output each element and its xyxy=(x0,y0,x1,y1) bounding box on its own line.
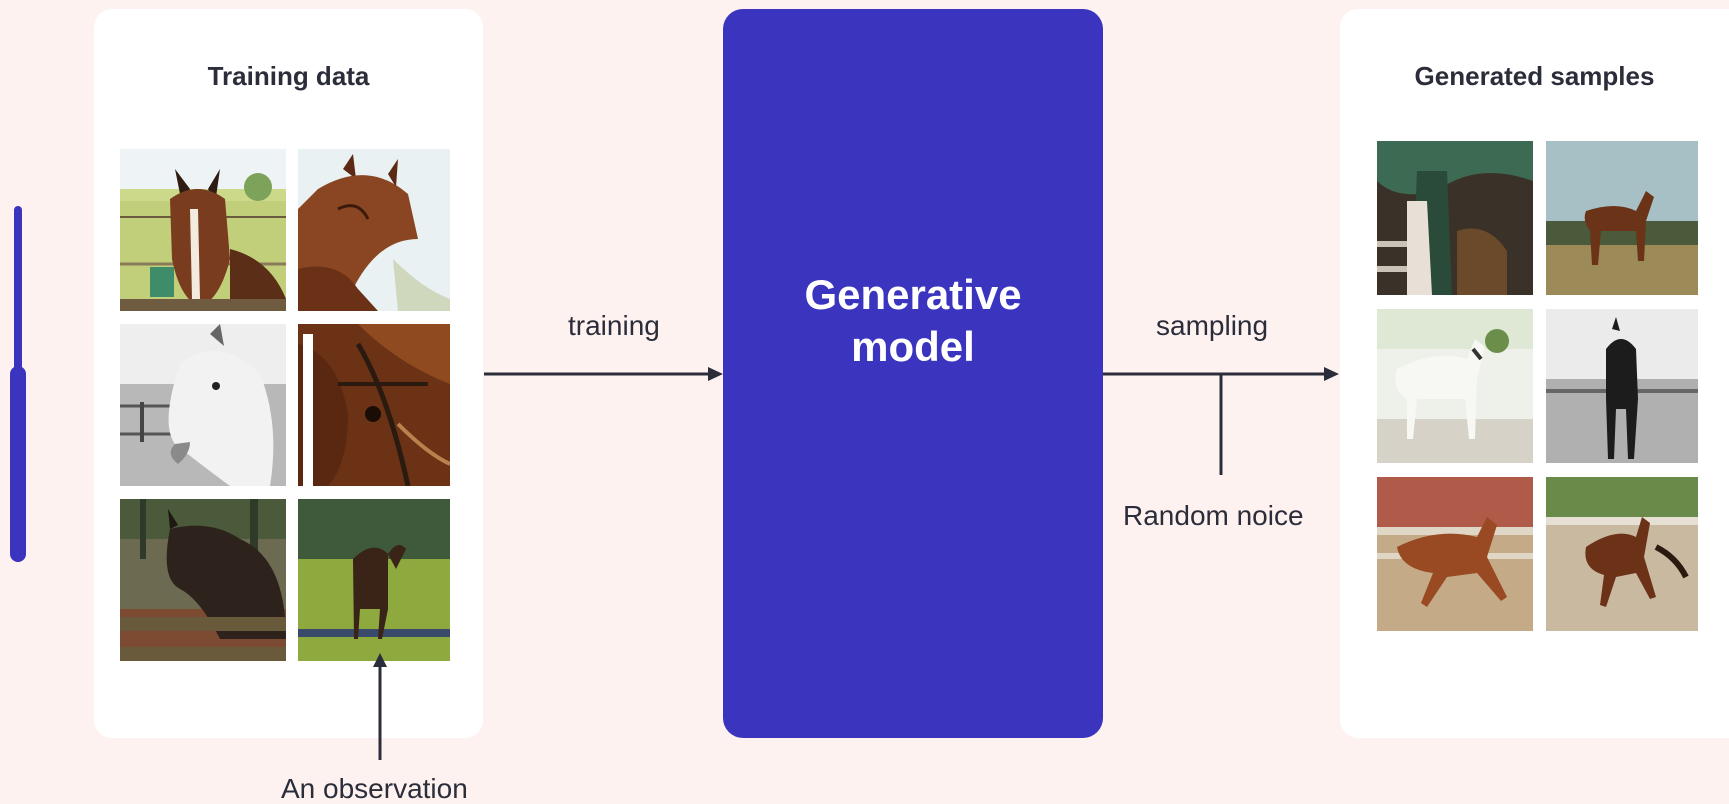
generated-horse-field-icon xyxy=(1546,141,1698,295)
training-image-grid xyxy=(120,149,450,661)
generated-horse-running-2-icon xyxy=(1546,477,1698,631)
generated-image-grid xyxy=(1377,141,1698,631)
sampling-arrowhead xyxy=(1324,367,1339,381)
observation-label: An observation xyxy=(281,773,468,804)
generated-horse-white-icon xyxy=(1377,309,1533,463)
generative-model-label: Generative model xyxy=(804,271,1022,370)
training-arrowhead xyxy=(708,367,723,381)
generated-samples-panel: Generated samples xyxy=(1340,9,1729,738)
horse-standing-field-icon xyxy=(298,499,450,661)
generated-horse-running-icon xyxy=(1377,477,1533,631)
generative-model-box: Generative model xyxy=(723,9,1103,738)
generated-horse-black-icon xyxy=(1546,309,1698,463)
generated-samples-title: Generated samples xyxy=(1414,61,1655,91)
random-noise-label: Random noice xyxy=(1123,500,1304,531)
training-label: training xyxy=(568,310,660,341)
generated-horse-abstract-icon xyxy=(1377,141,1533,295)
horse-dark-paddock-icon xyxy=(120,499,286,661)
scroll-thumb[interactable] xyxy=(10,366,26,562)
horse-grayscale-icon xyxy=(120,324,286,486)
horse-portrait-fence-icon xyxy=(120,149,286,311)
training-data-title: Training data xyxy=(207,61,370,91)
horse-bridle-closeup-icon xyxy=(298,324,450,486)
horse-head-brown-icon xyxy=(298,149,450,311)
training-data-panel: Training data xyxy=(94,9,483,738)
sampling-label: sampling xyxy=(1156,310,1269,341)
